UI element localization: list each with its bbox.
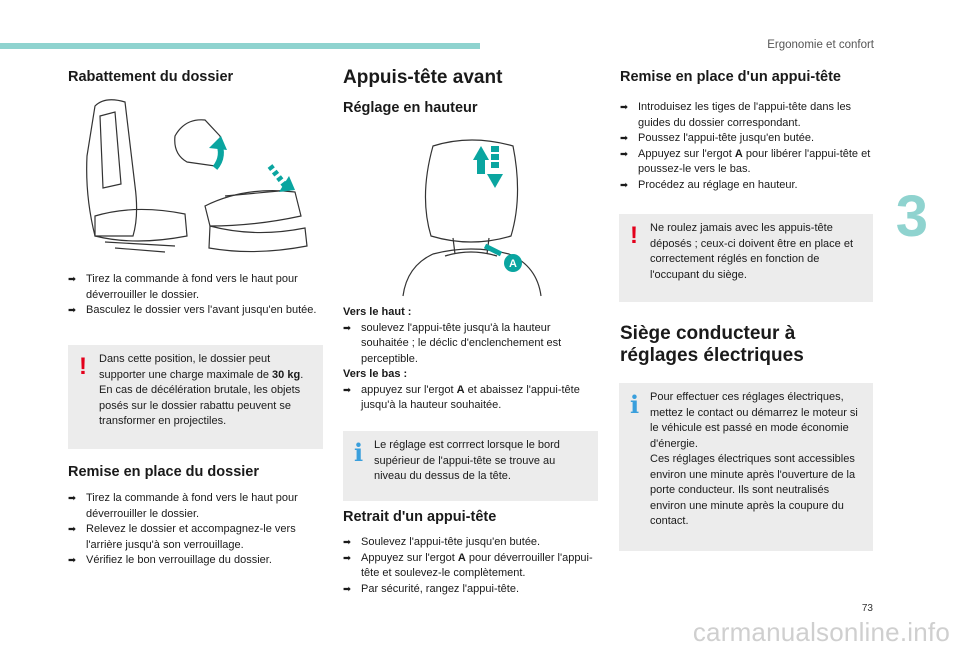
seat-folding-illustration: [86, 99, 308, 253]
step-3: ➡Par sécurité, rangez l'appui-tête.: [343, 582, 599, 598]
arrow-bullet-icon: ➡: [68, 524, 76, 535]
arrow-bullet-icon: ➡: [343, 552, 351, 564]
arrow-bullet-icon: ➡: [620, 102, 628, 113]
arrow-bullet-icon: ➡: [620, 179, 628, 191]
heading-reglage-hauteur: Réglage en hauteur: [343, 99, 478, 116]
heading-appuis-tete: Appuis-tête avant: [343, 67, 503, 88]
step-1: ➡Introduisez les tiges de l'appui-tête d…: [620, 101, 852, 129]
step-1: ➡Tirez la commande à fond vers le haut p…: [68, 492, 298, 520]
info-box: i Pour effectuer ces réglages électrique…: [619, 383, 873, 551]
warning-box: ! Dans cette position, le dossier peut s…: [68, 345, 323, 449]
label-vers-le-haut: Vers le haut :: [343, 306, 412, 318]
arrow-bullet-icon: ➡: [68, 493, 76, 504]
watermark: carmanualsonline.info: [692, 617, 950, 647]
column-3: Remise en place d'un appui-tête ➡Introdu…: [620, 69, 876, 193]
step-up: ➡soulevez l'appui-tête jusqu'à la hauteu…: [343, 321, 562, 365]
arrow-bullet-icon: ➡: [620, 133, 628, 144]
marker-a-label: A: [509, 258, 517, 270]
step-3: ➡Appuyez sur l'ergot A pour libérer l'ap…: [620, 147, 871, 176]
column-2: Appuis-tête avant Réglage en hauteur: [343, 67, 599, 116]
warning-text: Ne roulez jamais avec les appuis-tête dé…: [650, 222, 854, 281]
step-down: ➡appuyez sur l'ergot A et abaissez l'app…: [343, 383, 580, 412]
headrest-illustration: A: [402, 139, 542, 297]
warning-box: ! Ne roulez jamais avec les appuis-tête …: [619, 214, 873, 302]
warning-text: Dans cette position, le dossier peut sup…: [99, 353, 304, 427]
page-number: 73: [861, 603, 873, 614]
arrow-bullet-icon: ➡: [343, 322, 351, 334]
heading-retrait: Retrait d'un appui-tête: [343, 509, 497, 525]
exclamation-icon: !: [79, 353, 87, 380]
column-3-lower: Siège conducteur à réglages électriques: [620, 323, 876, 367]
info-text: Le réglage est corrrect lorsque le bord …: [374, 439, 560, 482]
arrow-bullet-icon: ➡: [68, 274, 76, 285]
exclamation-icon: !: [630, 222, 638, 249]
step-2: ➡Relevez le dossier et accompagnez-le ve…: [68, 523, 296, 551]
step-2: ➡Basculez le dossier vers l'avant jusqu'…: [68, 303, 324, 319]
column-2-body: Vers le haut : ➡soulevez l'appui-tête ju…: [343, 305, 599, 414]
info-text: Pour effectuer ces réglages électriques,…: [650, 391, 858, 527]
arrow-bullet-icon: ➡: [343, 537, 351, 548]
heading-remise-dossier: Remise en place du dossier: [68, 464, 259, 480]
arrow-bullet-icon: ➡: [68, 555, 76, 566]
label-vers-le-bas: Vers le bas :: [343, 368, 408, 380]
step-4: ➡Procédez au réglage en hauteur.: [620, 178, 876, 194]
chapter-number: 3: [895, 184, 928, 249]
info-box: i Le réglage est corrrect lorsque le bor…: [343, 431, 598, 501]
column-1: Rabattement du dossier: [68, 69, 324, 85]
marker-a-icon: [504, 254, 522, 272]
heading-rabattement: Rabattement du dossier: [68, 69, 234, 85]
column-1-body: ➡Tirez la commande à fond vers le haut p…: [68, 272, 324, 319]
arrow-bullet-icon: ➡: [343, 384, 351, 396]
column-1-lower: Remise en place du dossier ➡Tirez la com…: [68, 464, 324, 569]
arrow-bullet-icon: ➡: [68, 305, 76, 316]
info-icon: i: [630, 390, 640, 419]
step-3: ➡Vérifiez le bon verrouillage du dossier…: [68, 553, 324, 569]
column-2-lower: Retrait d'un appui-tête ➡Soulevez l'appu…: [343, 509, 599, 597]
heading-siege-conducteur: Siège conducteur à réglages électriques: [620, 323, 804, 366]
step-1: ➡Soulevez l'appui-tête jusqu'en butée.: [343, 535, 599, 551]
step-2: ➡Appuyez sur l'ergot A pour déverrouille…: [343, 551, 593, 580]
arrow-bullet-icon: ➡: [343, 583, 351, 595]
section-title: Ergonomie et confort: [767, 39, 874, 51]
arrow-bullet-icon: ➡: [620, 148, 628, 160]
step-1: ➡Tirez la commande à fond vers le haut p…: [68, 273, 298, 301]
header-accent-bar: [0, 43, 480, 49]
heading-remise-appui-tete: Remise en place d'un appui-tête: [620, 69, 841, 85]
info-icon: i: [354, 438, 364, 467]
step-2: ➡Poussez l'appui-tête jusqu'en butée.: [620, 131, 876, 147]
